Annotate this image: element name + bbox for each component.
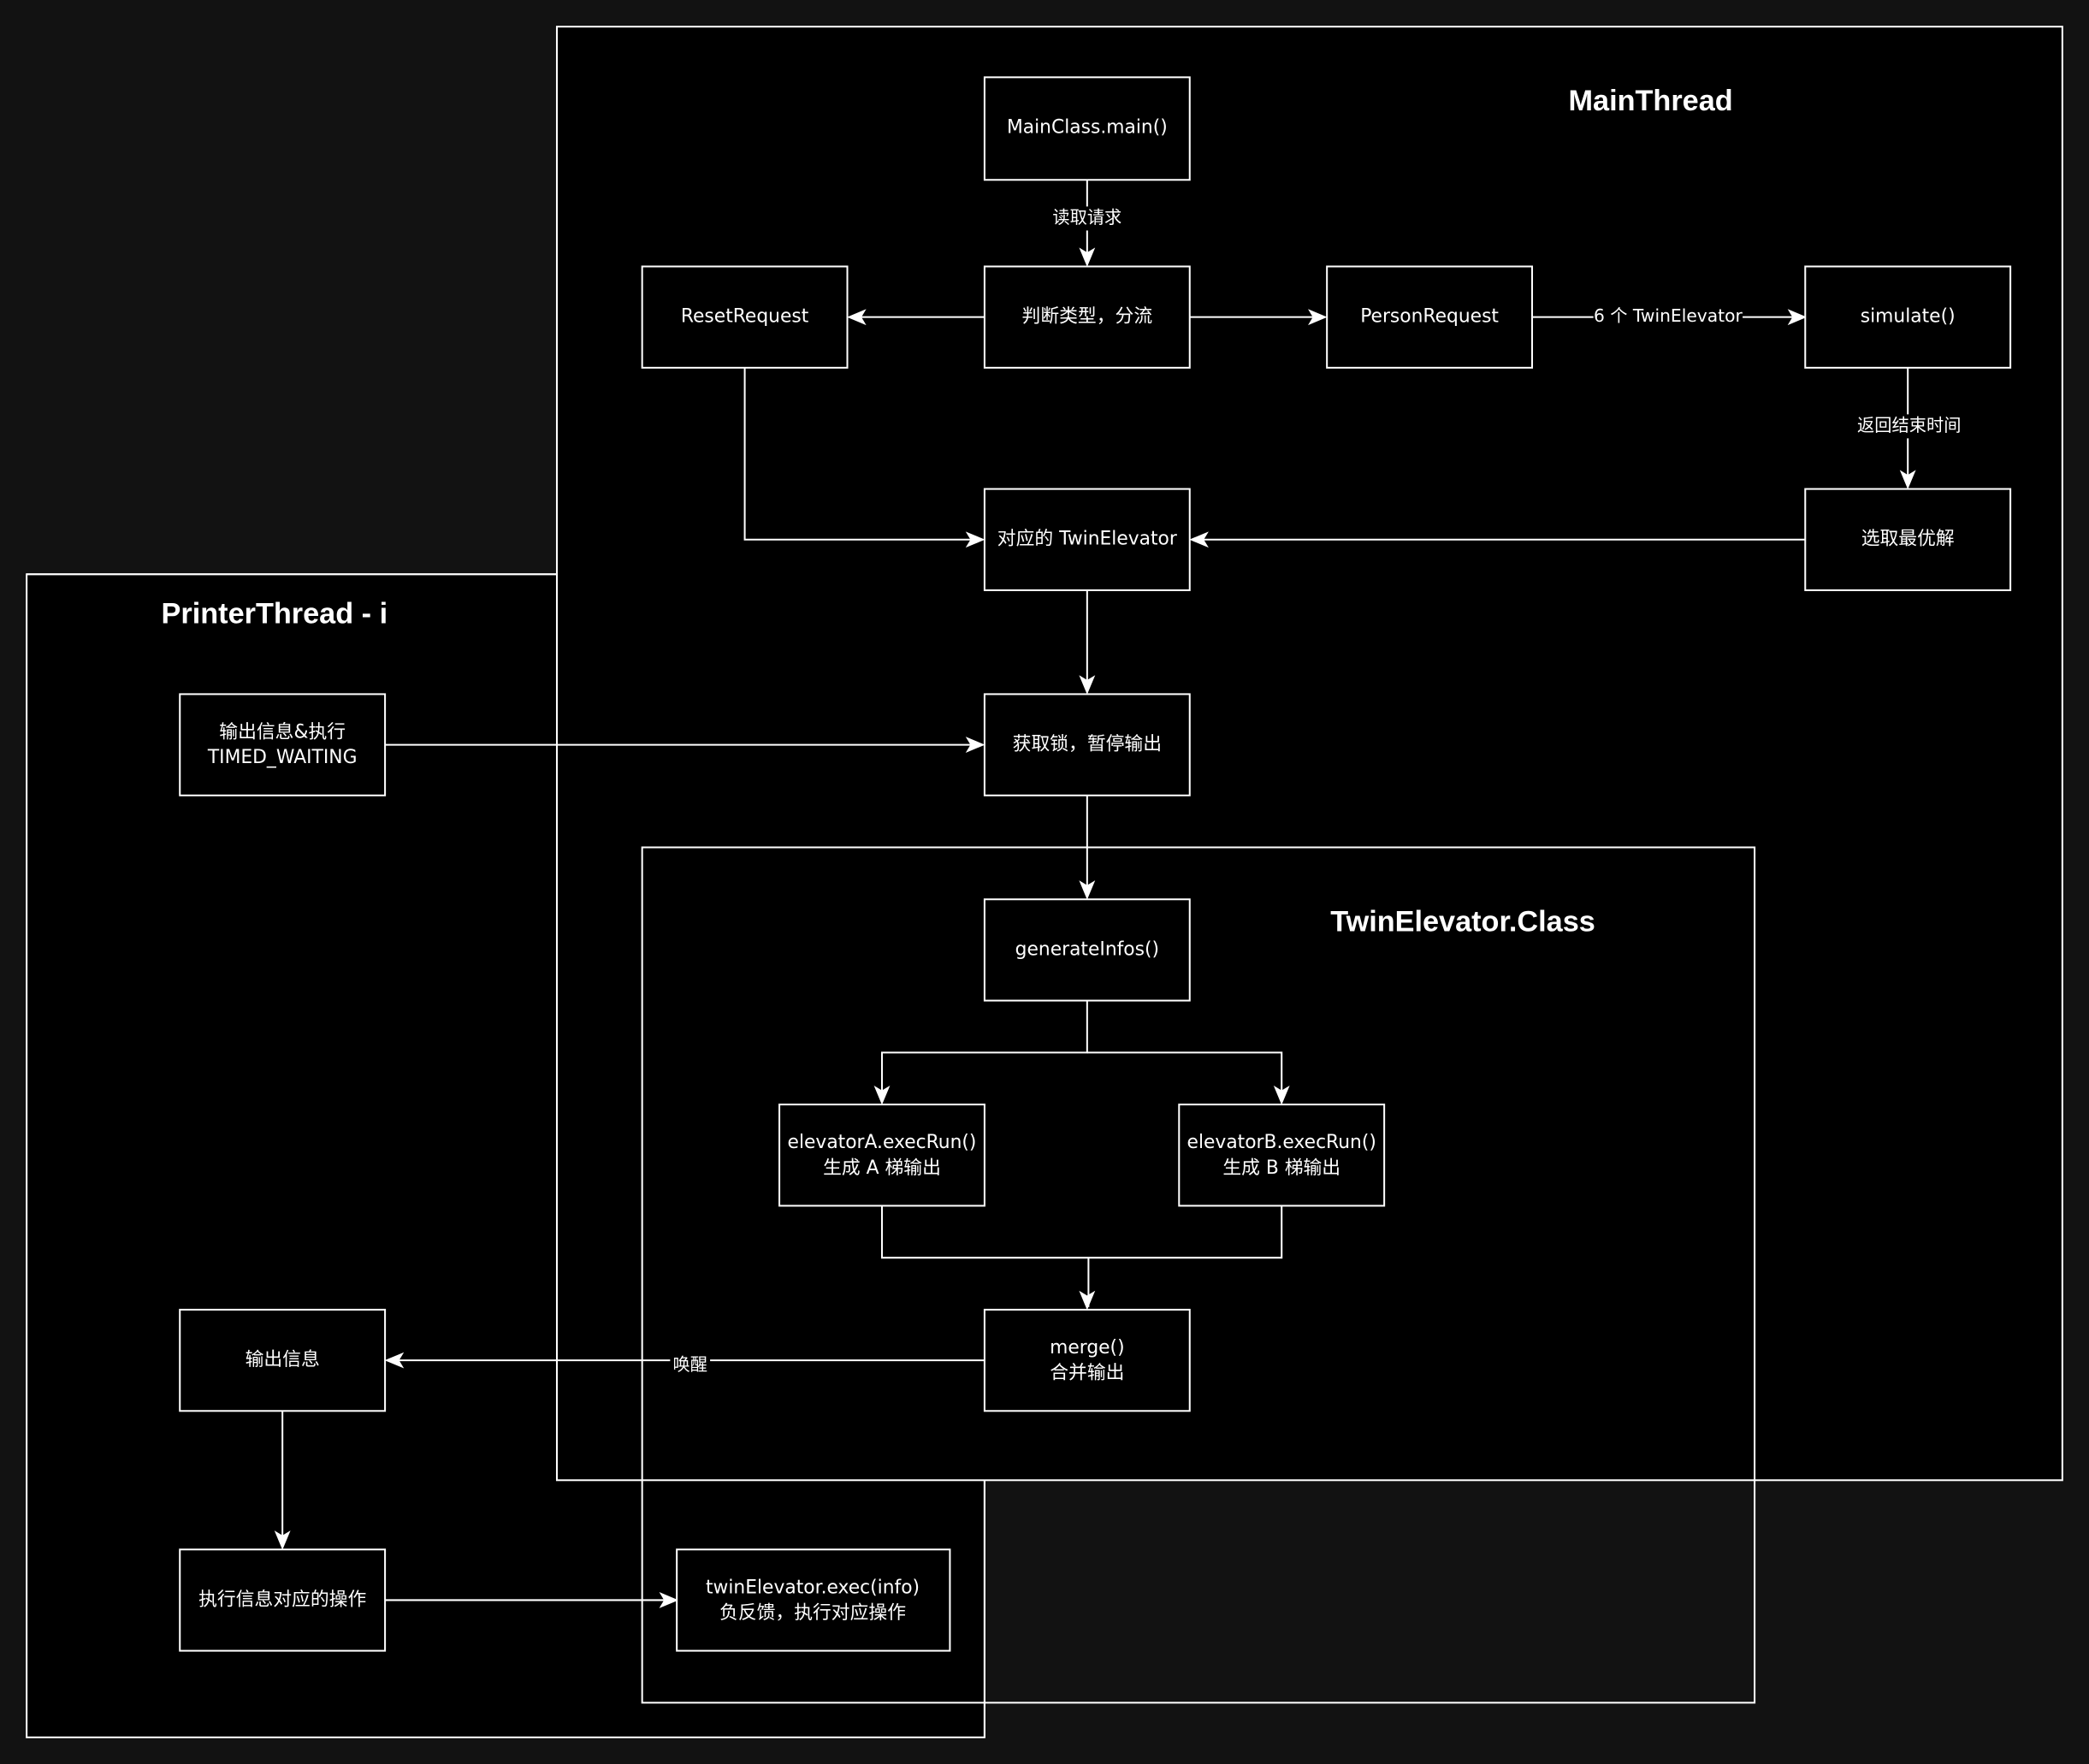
node-person-request-box[interactable] bbox=[1326, 265, 1534, 369]
node-target-elevator[interactable]: 对应的 TwinElevator bbox=[983, 488, 1191, 591]
edge-label-six-twin: 6 个 TwinElevator bbox=[1594, 305, 1743, 326]
node-simulate-label: simulate() bbox=[1861, 306, 1956, 328]
node-generate-infos[interactable]: generateInfos() bbox=[983, 898, 1191, 1002]
node-person-request[interactable]: PersonRequest bbox=[1326, 265, 1534, 369]
label-bg bbox=[670, 1353, 711, 1378]
edge-label-wake-up: 唤醒 bbox=[672, 1354, 707, 1375]
edge-ab-to-merge bbox=[880, 1205, 1283, 1259]
node-elevator-a-box[interactable] bbox=[778, 1104, 985, 1207]
node-acquire-lock-box[interactable] bbox=[983, 693, 1191, 796]
node-classify-box[interactable] bbox=[983, 265, 1191, 369]
edge-generate-to-a bbox=[880, 1000, 1088, 1102]
node-printer-wait-line1: 输出信息&执行 bbox=[219, 722, 346, 743]
node-classify[interactable]: 判断类型，分流 bbox=[983, 265, 1191, 369]
node-elevator-a-line1: elevatorA.execRun() bbox=[788, 1132, 977, 1153]
container-main-thread[interactable] bbox=[555, 26, 2063, 1482]
label-bg bbox=[1850, 414, 1968, 439]
node-merge-box[interactable] bbox=[983, 1308, 1191, 1412]
arrowhead bbox=[659, 1592, 679, 1608]
twin-elevator-class-title: TwinElevator.Class bbox=[1330, 905, 1595, 938]
node-twin-exec[interactable]: twinElevator.exec(info) 负反馈，执行对应操作 bbox=[676, 1548, 951, 1652]
node-print-info-label: 输出信息 bbox=[246, 1349, 320, 1370]
node-main-box[interactable] bbox=[983, 76, 1191, 181]
node-person-request-label: PersonRequest bbox=[1360, 306, 1499, 328]
node-twin-exec-line1: twinElevator.exec(info) bbox=[706, 1577, 920, 1598]
container-twin-elevator-class[interactable] bbox=[641, 846, 1756, 1704]
node-generate-infos-box[interactable] bbox=[983, 898, 1191, 1002]
edge-generate-to-b bbox=[1086, 1051, 1283, 1102]
label-bg bbox=[1050, 206, 1125, 231]
arrowhead bbox=[1079, 247, 1096, 267]
arrowhead bbox=[965, 531, 985, 548]
node-choose-best-box[interactable] bbox=[1804, 488, 2012, 591]
edge-label-read-request: 读取请求 bbox=[1052, 207, 1121, 228]
node-merge-line2: 合并输出 bbox=[1050, 1363, 1124, 1384]
arrowhead bbox=[384, 1352, 405, 1369]
label-bg bbox=[1593, 305, 1743, 329]
node-choose-best-label: 选取最优解 bbox=[1861, 529, 1955, 550]
node-twin-exec-box[interactable] bbox=[676, 1548, 951, 1652]
edges: 读取请求 6 个 TwinElevator 返回结束时间 bbox=[274, 180, 1968, 1608]
node-simulate-box[interactable] bbox=[1804, 265, 2012, 369]
node-print-info-box[interactable] bbox=[179, 1308, 387, 1412]
node-printer-wait-box[interactable] bbox=[179, 693, 387, 796]
arrowhead bbox=[873, 1085, 891, 1105]
edge-reset-to-target bbox=[743, 367, 982, 541]
arrowhead bbox=[965, 737, 985, 754]
main-thread-frame bbox=[555, 26, 2063, 1482]
arrowhead bbox=[1787, 309, 1808, 326]
arrowhead bbox=[847, 309, 867, 326]
node-exec-op-label: 执行信息对应的操作 bbox=[198, 1589, 366, 1610]
node-main[interactable]: MainClass.main() bbox=[983, 76, 1191, 181]
node-reset-request[interactable]: ResetRequest bbox=[641, 265, 849, 369]
node-exec-op-box[interactable] bbox=[179, 1548, 387, 1652]
node-target-elevator-label: 对应的 TwinElevator bbox=[997, 529, 1177, 550]
main-thread-title: MainThread bbox=[1569, 85, 1733, 117]
node-elevator-b-box[interactable] bbox=[1178, 1104, 1386, 1207]
node-simulate[interactable]: simulate() bbox=[1804, 265, 2012, 369]
arrowhead bbox=[1079, 1290, 1096, 1311]
node-printer-wait-line2: TIMED_WAITING bbox=[207, 747, 358, 768]
node-merge-line1: merge() bbox=[1050, 1337, 1124, 1359]
node-elevator-a[interactable]: elevatorA.execRun() 生成 A 梯输出 bbox=[778, 1104, 985, 1207]
node-choose-best[interactable]: 选取最优解 bbox=[1804, 488, 2012, 591]
edge-label-return-end-time: 返回结束时间 bbox=[1857, 415, 1961, 435]
node-elevator-a-line2: 生成 A 梯输出 bbox=[823, 1157, 941, 1179]
arrowhead bbox=[1189, 531, 1209, 548]
node-printer-wait[interactable]: 输出信息&执行 TIMED_WAITING bbox=[179, 693, 387, 796]
node-reset-request-box[interactable] bbox=[641, 265, 849, 369]
arrowhead bbox=[1079, 880, 1096, 900]
node-acquire-lock-label: 获取锁，暂停输出 bbox=[1013, 734, 1162, 755]
node-main-label: MainClass.main() bbox=[1007, 117, 1168, 139]
node-merge[interactable]: merge() 合并输出 bbox=[983, 1308, 1191, 1412]
node-exec-op[interactable]: 执行信息对应的操作 bbox=[179, 1548, 387, 1652]
arrowhead bbox=[1079, 675, 1096, 695]
node-reset-request-label: ResetRequest bbox=[681, 306, 809, 328]
node-classify-label: 判断类型，分流 bbox=[1022, 306, 1153, 328]
arrowhead bbox=[274, 1530, 291, 1550]
node-twin-exec-line2: 负反馈，执行对应操作 bbox=[719, 1602, 906, 1624]
arrowhead bbox=[1899, 470, 1916, 490]
printer-thread-title: PrinterThread - i bbox=[162, 598, 388, 630]
node-target-elevator-box[interactable] bbox=[983, 488, 1191, 591]
node-elevator-b[interactable]: elevatorB.execRun() 生成 B 梯输出 bbox=[1178, 1104, 1386, 1207]
node-elevator-b-line2: 生成 B 梯输出 bbox=[1222, 1157, 1340, 1179]
arrowhead bbox=[1308, 309, 1328, 326]
node-acquire-lock[interactable]: 获取锁，暂停输出 bbox=[983, 693, 1191, 796]
node-generate-infos-label: generateInfos() bbox=[1015, 938, 1159, 960]
twin-elevator-class-frame bbox=[641, 846, 1756, 1704]
arrowhead bbox=[1273, 1085, 1290, 1105]
node-print-info[interactable]: 输出信息 bbox=[179, 1308, 387, 1412]
node-elevator-b-line1: elevatorB.execRun() bbox=[1187, 1132, 1376, 1153]
